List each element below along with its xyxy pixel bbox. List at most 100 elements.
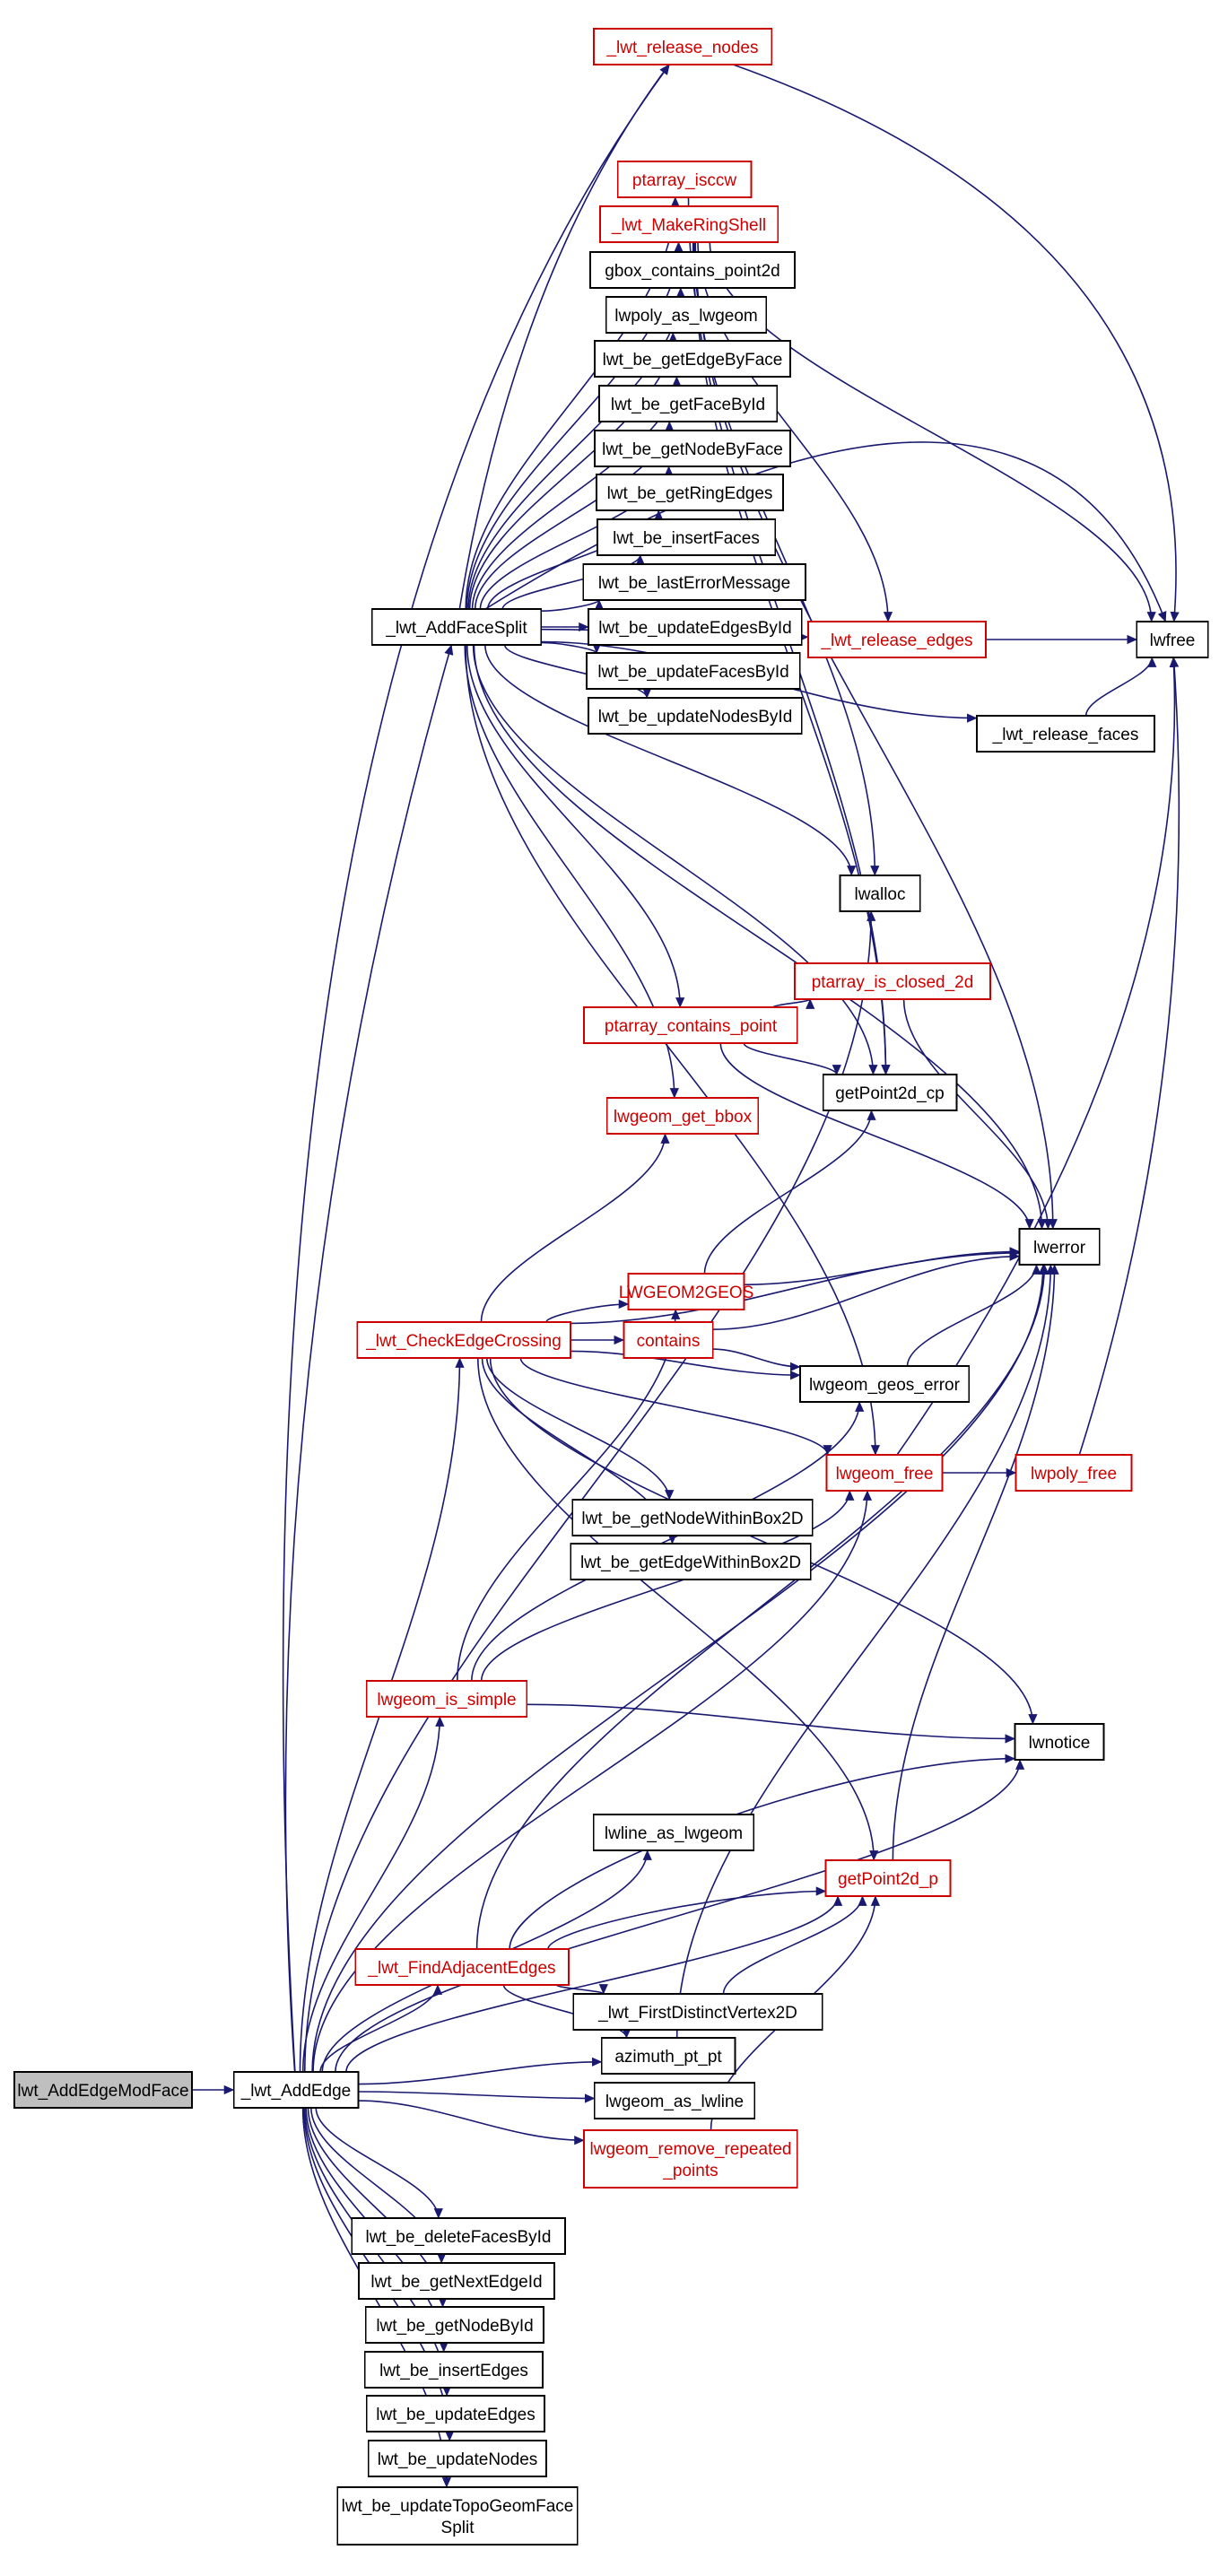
- node-box[interactable]: [599, 205, 779, 243]
- node-lwgeom_is_simple[interactable]: lwgeom_is_simple: [365, 1680, 528, 1718]
- node-_lwt_release_faces[interactable]: _lwt_release_faces: [976, 715, 1155, 753]
- node-lwt_be_getEdgeByFace[interactable]: lwt_be_getEdgeByFace: [594, 340, 791, 378]
- node-ptarray_contains_point[interactable]: ptarray_contains_point: [583, 1006, 798, 1044]
- node-_lwt_AddEdge[interactable]: _lwt_AddEdge: [232, 2071, 360, 2109]
- node-box[interactable]: [592, 1814, 755, 1851]
- node-layer: lwt_AddEdgeModFace_lwt_AddEdge_lwt_AddFa…: [13, 28, 1209, 2546]
- node-lwgeom_get_bbox[interactable]: lwgeom_get_bbox: [605, 1097, 760, 1135]
- node-box[interactable]: [366, 2395, 545, 2432]
- node-box[interactable]: [351, 2217, 566, 2255]
- node-lwt_be_deleteFacesById[interactable]: lwt_be_deleteFacesById: [351, 2217, 566, 2255]
- node-box[interactable]: [588, 697, 803, 735]
- node-ptarray_is_closed_2d[interactable]: ptarray_is_closed_2d: [794, 962, 991, 1000]
- node-box[interactable]: [572, 1993, 823, 2031]
- node-box[interactable]: [597, 518, 776, 556]
- node-lwnotice[interactable]: lwnotice: [1014, 1723, 1105, 1761]
- node-lwgeom_free[interactable]: lwgeom_free: [825, 1454, 944, 1492]
- node-lwt_be_getNodeByFace[interactable]: lwt_be_getNodeByFace: [594, 430, 791, 467]
- node-box[interactable]: [605, 1097, 760, 1135]
- node-LWGEOM2GEOS[interactable]: LWGEOM2GEOS: [619, 1273, 754, 1310]
- node-box[interactable]: [794, 962, 991, 1000]
- node-box[interactable]: [623, 1321, 714, 1359]
- node-lwt_be_getNodeWithinBox2D[interactable]: lwt_be_getNodeWithinBox2D: [571, 1499, 814, 1536]
- node-box[interactable]: [365, 2306, 544, 2344]
- node-box[interactable]: [627, 1273, 745, 1310]
- node-_lwt_CheckEdgeCrossing[interactable]: _lwt_CheckEdgeCrossing: [356, 1321, 571, 1359]
- node-lwerror[interactable]: lwerror: [1018, 1228, 1101, 1266]
- node-box[interactable]: [825, 1454, 944, 1492]
- node-lwpoly_free[interactable]: lwpoly_free: [1015, 1454, 1133, 1492]
- node-box[interactable]: [600, 2037, 736, 2075]
- node-_lwt_MakeRingShell[interactable]: _lwt_MakeRingShell: [599, 205, 779, 243]
- node-_lwt_FindAdjacentEdges[interactable]: _lwt_FindAdjacentEdges: [354, 1948, 570, 1986]
- node-lwt_be_getNextEdgeId[interactable]: lwt_be_getNextEdgeId: [358, 2262, 555, 2300]
- node-lwt_be_insertEdges[interactable]: lwt_be_insertEdges: [364, 2351, 544, 2389]
- node-lwt_be_updateEdgesById[interactable]: lwt_be_updateEdgesById: [588, 608, 803, 646]
- node-lwt_be_updateEdges[interactable]: lwt_be_updateEdges: [366, 2395, 545, 2432]
- node-lwt_be_updateFacesById[interactable]: lwt_be_updateFacesById: [586, 652, 801, 690]
- node-azimuth_pt_pt[interactable]: azimuth_pt_pt: [600, 2037, 736, 2075]
- node-box[interactable]: [799, 1365, 971, 1403]
- node-lwt_be_getFaceById[interactable]: lwt_be_getFaceById: [598, 385, 778, 422]
- node-lwt_be_lastErrorMessage[interactable]: lwt_be_lastErrorMessage: [582, 563, 806, 601]
- node-lwt_be_insertFaces[interactable]: lwt_be_insertFaces: [597, 518, 776, 556]
- node-box[interactable]: [822, 1074, 958, 1111]
- node-box[interactable]: [598, 385, 778, 422]
- node-_lwt_AddFaceSplit[interactable]: _lwt_AddFaceSplit: [371, 608, 543, 646]
- node-box[interactable]: [354, 1948, 570, 1986]
- node-lwt_be_getEdgeWithinBox2D[interactable]: lwt_be_getEdgeWithinBox2D: [570, 1543, 812, 1580]
- node-box[interactable]: [336, 2486, 579, 2546]
- node-box[interactable]: [605, 296, 768, 334]
- node-lwline_as_lwgeom[interactable]: lwline_as_lwgeom: [592, 1814, 755, 1851]
- node-_lwt_release_edges[interactable]: _lwt_release_edges: [807, 621, 987, 658]
- node-box[interactable]: [593, 28, 772, 65]
- node-box[interactable]: [807, 621, 987, 658]
- node-lwpoly_as_lwgeom[interactable]: lwpoly_as_lwgeom: [605, 296, 768, 334]
- node-getPoint2d_cp[interactable]: getPoint2d_cp: [822, 1074, 958, 1111]
- node-box[interactable]: [582, 563, 806, 601]
- node-box[interactable]: [570, 1543, 812, 1580]
- node-box[interactable]: [364, 2351, 544, 2389]
- node-_lwt_FirstDistinctVertex2D[interactable]: _lwt_FirstDistinctVertex2D: [572, 1993, 823, 2031]
- node-getPoint2d_p[interactable]: getPoint2d_p: [824, 1859, 952, 1897]
- node-box[interactable]: [1014, 1723, 1105, 1761]
- node-box[interactable]: [586, 652, 801, 690]
- node-box[interactable]: [588, 608, 803, 646]
- node-box[interactable]: [368, 2440, 547, 2477]
- node-lwt_be_getRingEdges[interactable]: lwt_be_getRingEdges: [596, 474, 784, 511]
- node-box[interactable]: [616, 161, 753, 198]
- node-box[interactable]: [1018, 1228, 1101, 1266]
- node-box[interactable]: [976, 715, 1155, 753]
- node-lwgeom_geos_error[interactable]: lwgeom_geos_error: [799, 1365, 971, 1403]
- node-box[interactable]: [1136, 621, 1209, 658]
- node-box[interactable]: [371, 608, 543, 646]
- node-box[interactable]: [356, 1321, 571, 1359]
- node-lwalloc[interactable]: lwalloc: [839, 875, 921, 912]
- node-box[interactable]: [824, 1859, 952, 1897]
- node-box[interactable]: [583, 2129, 798, 2189]
- node-contains[interactable]: contains: [623, 1321, 714, 1359]
- node-lwt_be_updateNodesById[interactable]: lwt_be_updateNodesById: [588, 697, 803, 735]
- node-box[interactable]: [839, 875, 921, 912]
- node-_lwt_release_nodes[interactable]: _lwt_release_nodes: [593, 28, 772, 65]
- node-box[interactable]: [583, 1006, 798, 1044]
- node-box[interactable]: [593, 2082, 756, 2119]
- node-lwfree[interactable]: lwfree: [1136, 621, 1209, 658]
- node-box[interactable]: [365, 1680, 528, 1718]
- node-box[interactable]: [594, 340, 791, 378]
- node-lwgeom_remove_repeated_points[interactable]: lwgeom_remove_repeated_points: [583, 2129, 798, 2189]
- node-lwt_be_updateNodes[interactable]: lwt_be_updateNodes: [368, 2440, 547, 2477]
- node-gbox_contains_point2d[interactable]: gbox_contains_point2d: [589, 251, 796, 289]
- node-box[interactable]: [232, 2071, 360, 2109]
- node-label: lwt_be_updateNodes: [378, 2450, 538, 2469]
- node-lwgeom_as_lwline[interactable]: lwgeom_as_lwline: [593, 2082, 756, 2119]
- node-ptarray_isccw[interactable]: ptarray_isccw: [616, 161, 753, 198]
- node-lwt_be_getNodeById[interactable]: lwt_be_getNodeById: [365, 2306, 544, 2344]
- node-box[interactable]: [358, 2262, 555, 2300]
- node-box[interactable]: [1015, 1454, 1133, 1492]
- node-box[interactable]: [594, 430, 791, 467]
- node-box[interactable]: [589, 251, 796, 289]
- node-box[interactable]: [571, 1499, 814, 1536]
- node-box[interactable]: [596, 474, 784, 511]
